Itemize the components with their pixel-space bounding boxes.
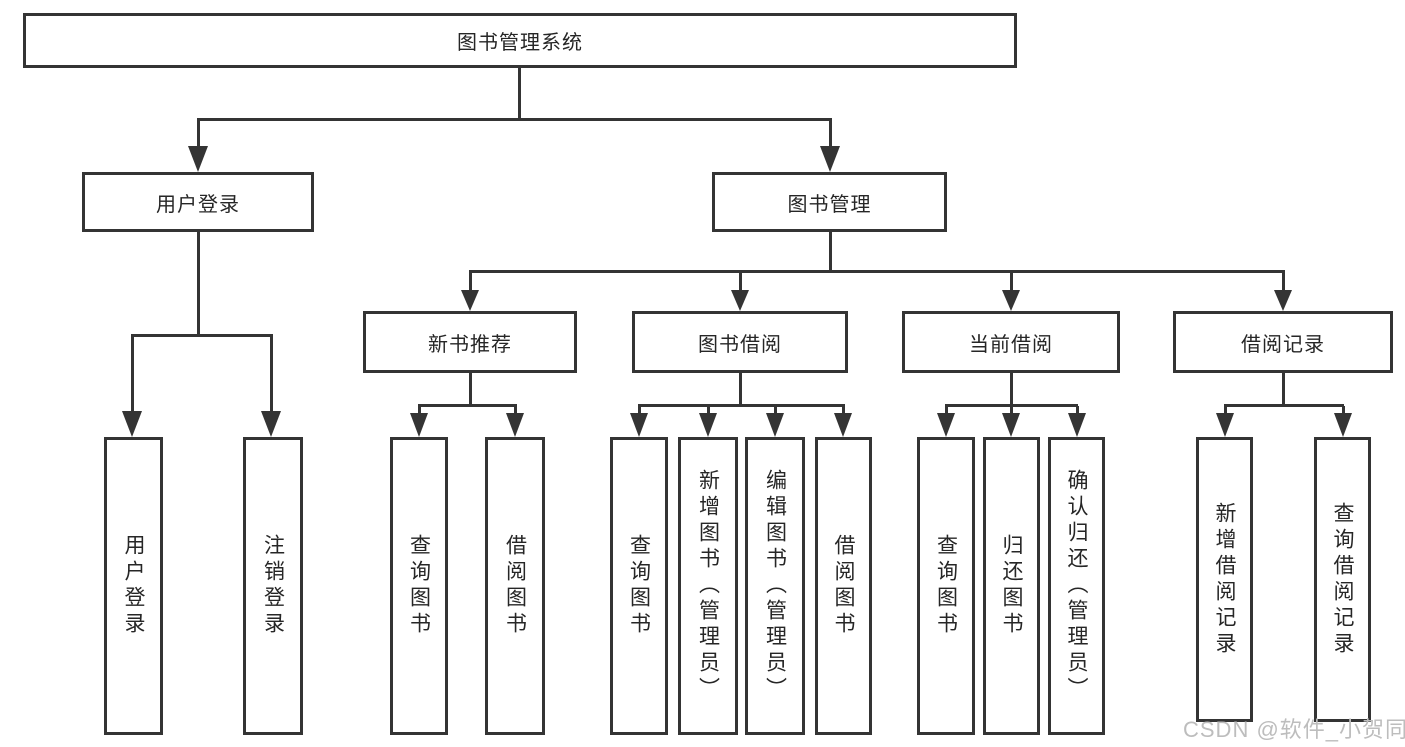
node-book-borrowing: 图书借阅 [632,311,848,373]
node-label: 用户登录 [156,193,240,216]
leaf-return-book: 归还图书 [983,437,1040,735]
node-user-login: 用户登录 [82,172,314,232]
node-label: 查询图书 [407,534,431,638]
node-label: 新增图书（管理员） [696,469,720,703]
arrow-down-icon [630,413,648,437]
connector-line [418,404,517,407]
arrow-down-icon [1002,290,1020,311]
arrow-down-icon [834,413,852,437]
connector-line [1010,406,1013,414]
connector-line [707,406,710,414]
arrow-down-icon [1274,290,1292,311]
node-book-management: 图书管理 [712,172,947,232]
connector-line [945,406,948,414]
arrow-down-icon [699,413,717,437]
leaf-query-books-recommend: 查询图书 [390,437,448,735]
leaf-add-borrow-record: 新增借阅记录 [1196,437,1253,722]
connector-line [469,373,472,406]
node-library-management-system: 图书管理系统 [23,13,1017,68]
arrow-down-icon [506,413,524,437]
connector-line [774,406,777,414]
connector-line [518,68,521,121]
leaf-query-borrow-record: 查询借阅记录 [1314,437,1371,722]
node-borrowing-records: 借阅记录 [1173,311,1393,373]
connector-line [1076,406,1079,414]
connector-line [739,272,742,291]
leaf-add-book-admin: 新增图书（管理员） [678,437,738,735]
connector-line [418,406,421,414]
arrow-down-icon [1002,413,1020,437]
node-label: 新书推荐 [428,333,512,356]
arrow-down-icon [1216,413,1234,437]
node-label: 查询图书 [627,534,651,638]
connector-line [829,120,832,147]
arrow-down-icon [1334,413,1352,437]
connector-line [1282,373,1285,406]
connector-line [197,232,200,336]
leaf-confirm-return-admin: 确认归还（管理员） [1048,437,1105,735]
connector-line [469,270,1285,273]
connector-line [514,406,517,414]
connector-line [1342,406,1345,414]
arrow-down-icon [410,413,428,437]
arrow-down-icon [1068,413,1086,437]
connector-line [739,373,742,406]
node-label: 注销登录 [261,534,285,638]
node-label: 用户登录 [122,534,145,638]
leaf-edit-book-admin: 编辑图书（管理员） [745,437,805,735]
connector-line [469,272,472,291]
watermark: CSDN @软件_小贺同学 [1183,717,1405,742]
leaf-query-books-current: 查询图书 [917,437,975,735]
arrow-down-icon [766,413,784,437]
node-label: 编辑图书（管理员） [763,469,787,703]
connector-line [197,120,200,147]
node-label: 查询图书 [934,534,958,638]
connector-line [1010,373,1013,406]
arrow-down-icon [461,290,479,311]
leaf-borrow-books-borrowing: 借阅图书 [815,437,872,735]
node-current-borrowing: 当前借阅 [902,311,1120,373]
node-label: 图书管理系统 [457,32,583,54]
node-label: 查询借阅记录 [1331,501,1354,658]
node-label: 借阅记录 [1241,333,1325,356]
connector-line [1224,404,1344,407]
node-label: 图书借阅 [698,333,782,356]
connector-line [1282,272,1285,291]
connector-line [197,118,832,121]
node-new-book-recommendation: 新书推荐 [363,311,577,373]
node-label: 新增借阅记录 [1213,501,1236,658]
arrow-down-icon [261,411,281,437]
connector-line [1010,272,1013,291]
connector-line [638,404,845,407]
node-label: 图书管理 [787,193,872,216]
arrow-down-icon [820,146,840,172]
connector-line [131,334,273,337]
connector-line [131,336,134,413]
connector-line [945,404,1078,407]
node-label: 归还图书 [1000,534,1023,638]
arrow-down-icon [122,411,142,437]
connector-line [1224,406,1227,414]
leaf-logout: 注销登录 [243,437,303,735]
leaf-user-login: 用户登录 [104,437,163,735]
node-label: 借阅图书 [832,534,855,638]
connector-line [638,406,641,414]
node-label: 当前借阅 [969,333,1053,356]
connector-line [829,232,832,272]
connector-line [842,406,845,414]
leaf-query-books-borrowing: 查询图书 [610,437,668,735]
connector-line [270,336,273,413]
arrow-down-icon [188,146,208,172]
node-label: 借阅图书 [503,534,527,638]
node-label: 确认归还（管理员） [1065,469,1088,703]
leaf-borrow-books-recommend: 借阅图书 [485,437,545,735]
arrow-down-icon [731,290,749,311]
arrow-down-icon [937,413,955,437]
